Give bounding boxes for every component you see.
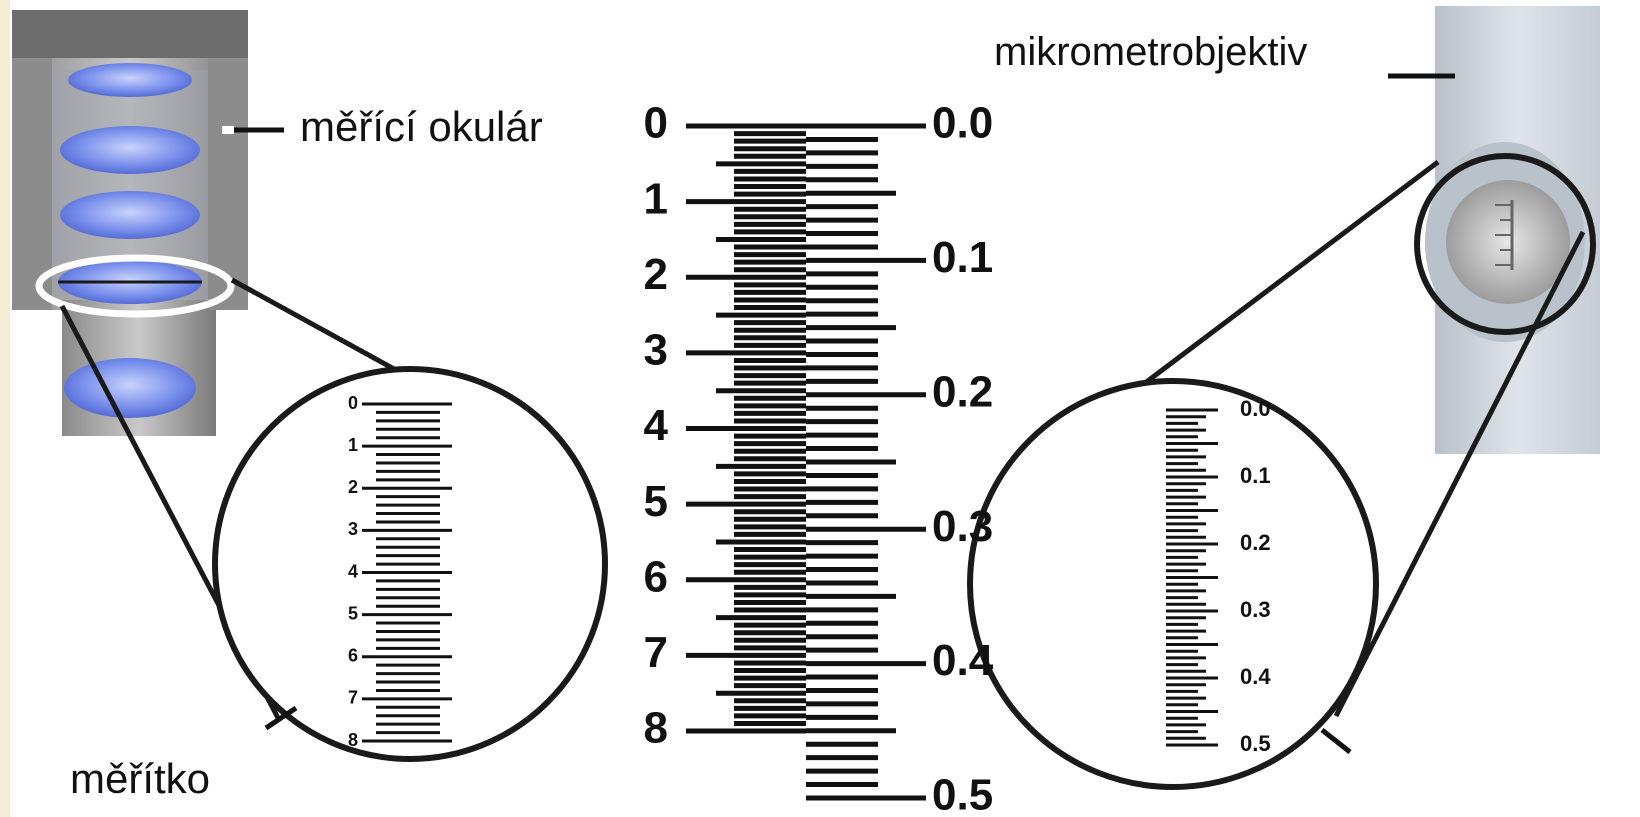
micrometer-scale-magnified: 0.0 0.1 0.2 0.3 0.4 0.5 [967, 378, 1379, 790]
micrometer-scale-number: 0.1 [1240, 463, 1271, 488]
eyepiece-label: měřící okulár [300, 103, 543, 150]
micrometer-scale-number: 0.0 [1240, 396, 1271, 421]
combined-left-number: 6 [644, 552, 668, 601]
combined-left-number: 2 [644, 250, 668, 299]
micrometer-label: mikrometrobjektiv [994, 30, 1308, 74]
combined-left-number: 4 [644, 401, 669, 450]
micrometer-scale-number: 0.3 [1240, 597, 1271, 622]
combined-right-number: 0.1 [932, 233, 993, 282]
combined-left-number: 7 [644, 628, 668, 677]
eyepiece-scale-number: 3 [348, 519, 358, 539]
scale-label: měřítko [70, 755, 211, 802]
focus-tick-mark [1320, 728, 1352, 754]
micrometer-scale-number: 0.2 [1240, 530, 1271, 555]
combined-scale-comparison: 0 1 2 3 4 5 6 7 8 0.0 0.1 0.2 0.3 0.4 0.5 [644, 99, 994, 817]
combined-left-number: 8 [644, 704, 668, 753]
eyepiece-scale-number: 1 [348, 435, 358, 455]
eyepiece-illustration [12, 10, 284, 436]
eyepiece-scale-number: 6 [348, 646, 358, 666]
eyepiece-reticle-magnified: 0 1 2 3 4 5 6 7 8 [212, 366, 608, 762]
eyepiece-scale-number: 7 [348, 688, 358, 708]
combined-right-number: 0.5 [932, 771, 993, 817]
combined-right-number: 0.4 [932, 636, 994, 685]
combined-right-number: 0.0 [932, 99, 993, 148]
combined-left-number: 1 [644, 174, 668, 223]
combined-right-number: 0.3 [932, 502, 993, 551]
eyepiece-scale-number: 0 [348, 393, 358, 413]
combined-right-number: 0.2 [932, 367, 993, 416]
combined-left-number: 0 [644, 99, 668, 148]
combined-left-number: 3 [644, 326, 668, 375]
eyepiece-scale-number: 4 [348, 561, 358, 581]
focus-tick-mark [264, 705, 298, 731]
eyepiece-scale-number: 8 [348, 730, 358, 750]
micrometer-slide-illustration [1388, 6, 1600, 454]
combined-left-number: 5 [644, 477, 668, 526]
micrometer-scale-number: 0.4 [1240, 664, 1271, 689]
micrometer-scale-number: 0.5 [1240, 731, 1271, 756]
eyepiece-scale-number: 2 [348, 477, 358, 497]
eyepiece-scale-number: 5 [348, 603, 358, 623]
